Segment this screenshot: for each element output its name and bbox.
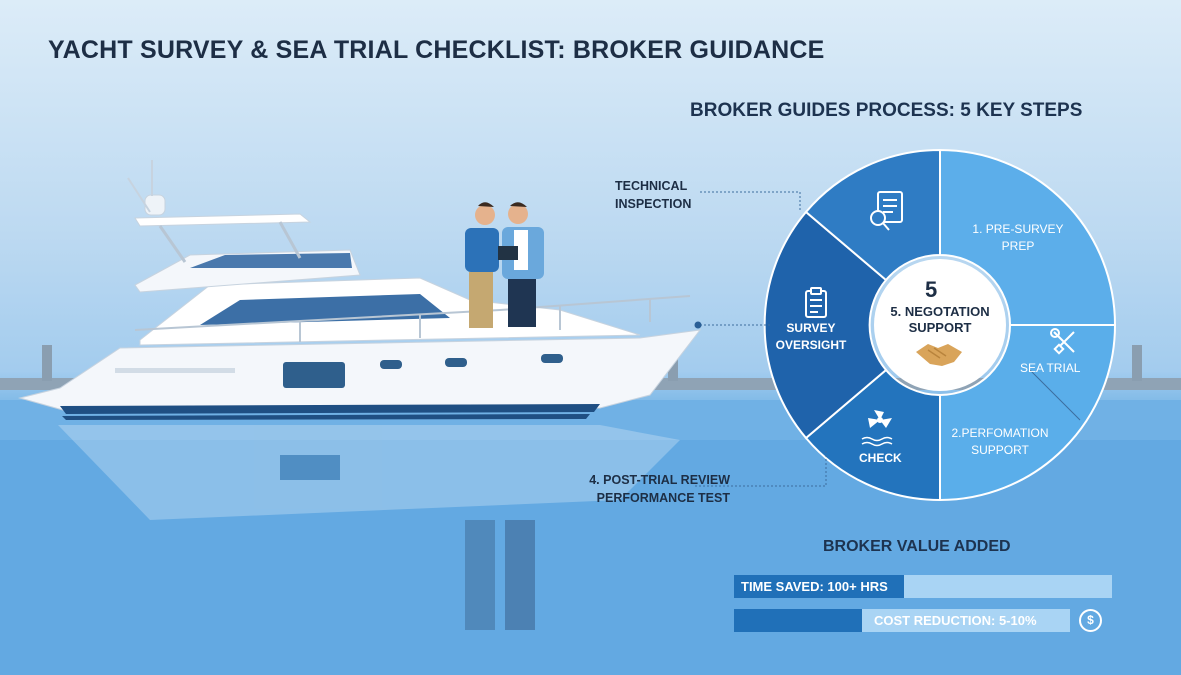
segment-label-check: CHECK bbox=[859, 451, 902, 465]
callout-post-trial: 4. POST-TRIAL REVIEW PERFORMANCE TEST bbox=[570, 472, 730, 507]
center-label-line2: SUPPORT bbox=[908, 320, 972, 336]
yacht-railing bbox=[134, 295, 691, 331]
center-number: 5 bbox=[925, 277, 938, 302]
segment-label-performation-line1: 2.PERFOMATION bbox=[951, 426, 1049, 440]
callout-post-trial-line2: PERFORMANCE TEST bbox=[596, 490, 730, 505]
time-saved-fill bbox=[734, 575, 905, 598]
yacht-window bbox=[200, 294, 450, 325]
document-search-icon bbox=[870, 191, 903, 231]
segment-label-performation-line2: SUPPORT bbox=[971, 442, 1029, 457]
wheel-center bbox=[874, 259, 1006, 391]
tablet-icon bbox=[498, 246, 518, 260]
pier-post bbox=[42, 345, 52, 381]
yacht-hull-stripe bbox=[60, 404, 600, 414]
segment-label-sea-trial: SEA TRIAL bbox=[1020, 361, 1081, 375]
center-label-line1: 5. NEGOTATION bbox=[890, 304, 990, 319]
segment-label-survey: SURVEY OVERSIGHT bbox=[770, 320, 852, 354]
time-saved-bar: TIME SAVED: 100+ HRS bbox=[734, 575, 1112, 598]
pier-post bbox=[1132, 345, 1142, 381]
connector-technical bbox=[700, 191, 801, 212]
broker-figures bbox=[465, 202, 544, 328]
connector-dot bbox=[694, 321, 702, 329]
handshake-icon bbox=[916, 344, 962, 366]
segment-pre-survey bbox=[939, 148, 1117, 326]
segment-label-pre-survey: 1. PRE-SURVEY PREP bbox=[968, 221, 1068, 255]
cost-reduction-fill bbox=[734, 609, 862, 632]
segment-label-survey-line2: OVERSIGHT bbox=[775, 337, 847, 352]
segment-label-survey-line1: SURVEY bbox=[786, 321, 836, 335]
page-title: YACHT SURVEY & SEA TRIAL CHECKLIST: BROK… bbox=[48, 36, 825, 64]
yacht-reflection bbox=[58, 425, 680, 630]
segment-performation bbox=[939, 324, 1117, 502]
cost-reduction-bar: COST REDUCTION: 5-10% bbox=[734, 609, 1070, 632]
segment-label-pre-survey-line2: PREP bbox=[1001, 238, 1035, 253]
value-heading: BROKER VALUE ADDED bbox=[823, 538, 1011, 555]
segment-label-pre-survey-line1: 1. PRE-SURVEY bbox=[972, 222, 1064, 236]
propeller-icon bbox=[868, 410, 892, 428]
callout-technical-line1: TECHNICAL bbox=[615, 179, 688, 193]
time-saved-label: TIME SAVED: 100+ HRS bbox=[741, 579, 888, 594]
yacht-hull-window bbox=[283, 362, 345, 388]
connector-sea-trial bbox=[1029, 369, 1081, 421]
segment-label-performation: 2.PERFOMATION SUPPORT bbox=[944, 425, 1056, 459]
dollar-icon: $ bbox=[1079, 609, 1102, 632]
yacht-hardtop bbox=[134, 213, 312, 227]
segment-check bbox=[804, 368, 941, 502]
process-heading: BROKER GUIDES PROCESS: 5 KEY STEPS bbox=[690, 100, 1083, 121]
callout-post-trial-line1: 4. POST-TRIAL REVIEW bbox=[589, 473, 730, 487]
clipboard-icon bbox=[805, 287, 827, 318]
segment-survey bbox=[763, 210, 888, 440]
callout-technical-line2: INSPECTION bbox=[615, 196, 692, 211]
tools-icon bbox=[1050, 328, 1075, 355]
yacht-windshield bbox=[190, 253, 352, 268]
center-label: 5. NEGOTATION SUPPORT bbox=[880, 304, 1000, 337]
cost-reduction-label: COST REDUCTION: 5-10% bbox=[874, 613, 1037, 628]
callout-technical-inspection: TECHNICAL INSPECTION bbox=[615, 178, 691, 213]
waves-icon bbox=[861, 436, 893, 447]
yacht-hull-stripe-thin bbox=[62, 414, 590, 420]
